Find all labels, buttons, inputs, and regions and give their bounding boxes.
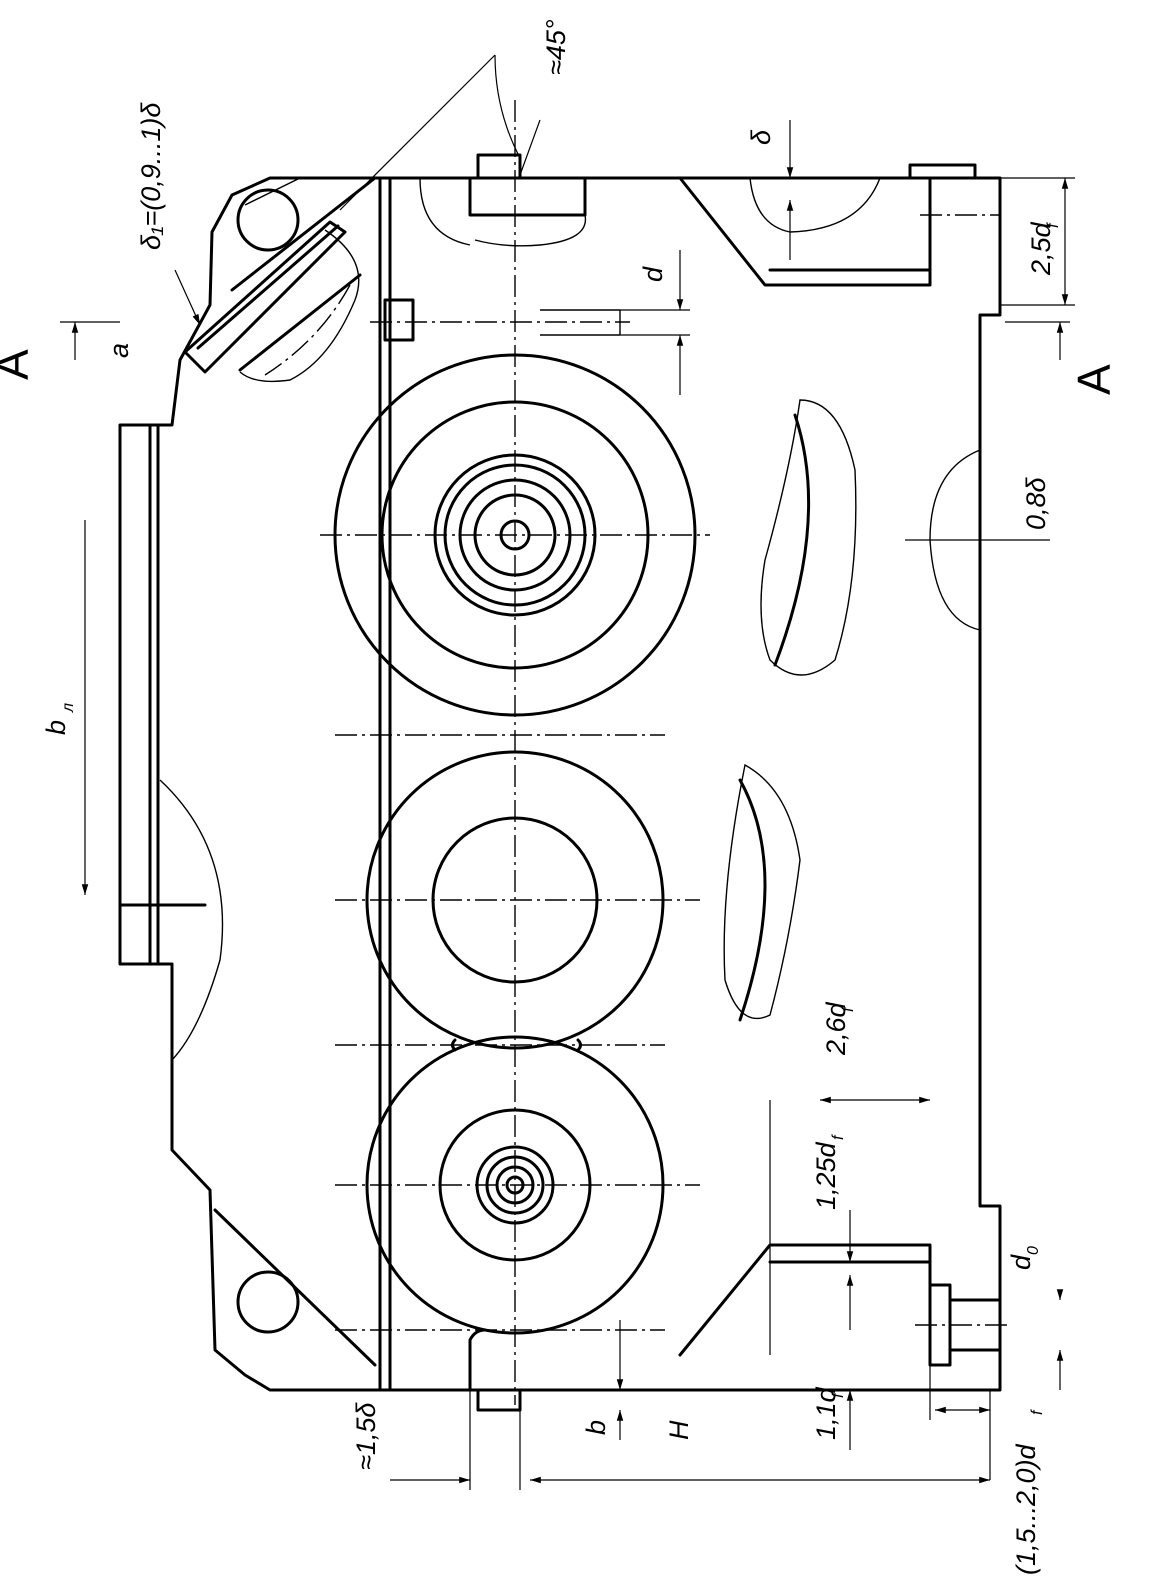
label-dist-1-1: 1,1d [811, 1386, 841, 1440]
housing-outline [118, 176, 1002, 1392]
subscript-l: л [60, 703, 77, 713]
corner-boss-bottom [213, 1208, 377, 1367]
boss-top-right [678, 163, 1000, 287]
label-flange-2-5: 2,5d [1026, 221, 1056, 276]
inspection-bulges [723, 399, 857, 1022]
subscript-f-5: f [1029, 1409, 1046, 1415]
corner-boss-top [230, 176, 377, 292]
dimension-labels: ≈45° δ δ₁=(0,9...1)δ d a 2,5d 0,8δ b 2,6… [41, 19, 1056, 1575]
label-rib-a: a [104, 343, 134, 358]
subscript-f-1: f [1045, 222, 1062, 228]
label-angle: ≈45° [541, 19, 571, 75]
dimension-lines [60, 54, 1075, 1490]
section-labels: A A [0, 349, 1120, 395]
label-foundation-d: d [1006, 1254, 1036, 1270]
subscript-f-4: f [830, 1392, 847, 1398]
bolt-top [370, 298, 630, 342]
section-mark-left: A [0, 349, 38, 380]
label-range-1-5-2: (1,5...2,0)d [1011, 1443, 1041, 1575]
lifting-lug-top [419, 153, 587, 247]
subscript-zero: 0 [1025, 1246, 1042, 1255]
subscript-markers: f f f f f л 0 [60, 222, 1062, 1415]
oil-gauge-boss [183, 220, 362, 383]
label-approx-1-5: ≈1,5δ [351, 1402, 381, 1470]
label-dist-1-25: 1,25d [811, 1141, 841, 1210]
label-dist-2-6: 2,6d [821, 1001, 851, 1056]
label-thick-b: b [581, 1420, 611, 1435]
label-wall-0-8: 0,8δ [1021, 476, 1051, 530]
section-mark-right: A [1068, 364, 1120, 395]
label-bolt-d: d [638, 266, 668, 282]
subscript-f-2: f [840, 1006, 857, 1012]
lifting-lug-bottom [476, 1388, 522, 1412]
label-length-b: b [41, 720, 71, 735]
label-height-H: H [664, 1420, 694, 1440]
label-wall: δ [746, 129, 776, 145]
subscript-f-3: f [830, 1134, 847, 1140]
label-flange-wall: δ₁=(0,9...1)δ [136, 102, 166, 250]
foundation-boss [678, 1243, 1010, 1367]
